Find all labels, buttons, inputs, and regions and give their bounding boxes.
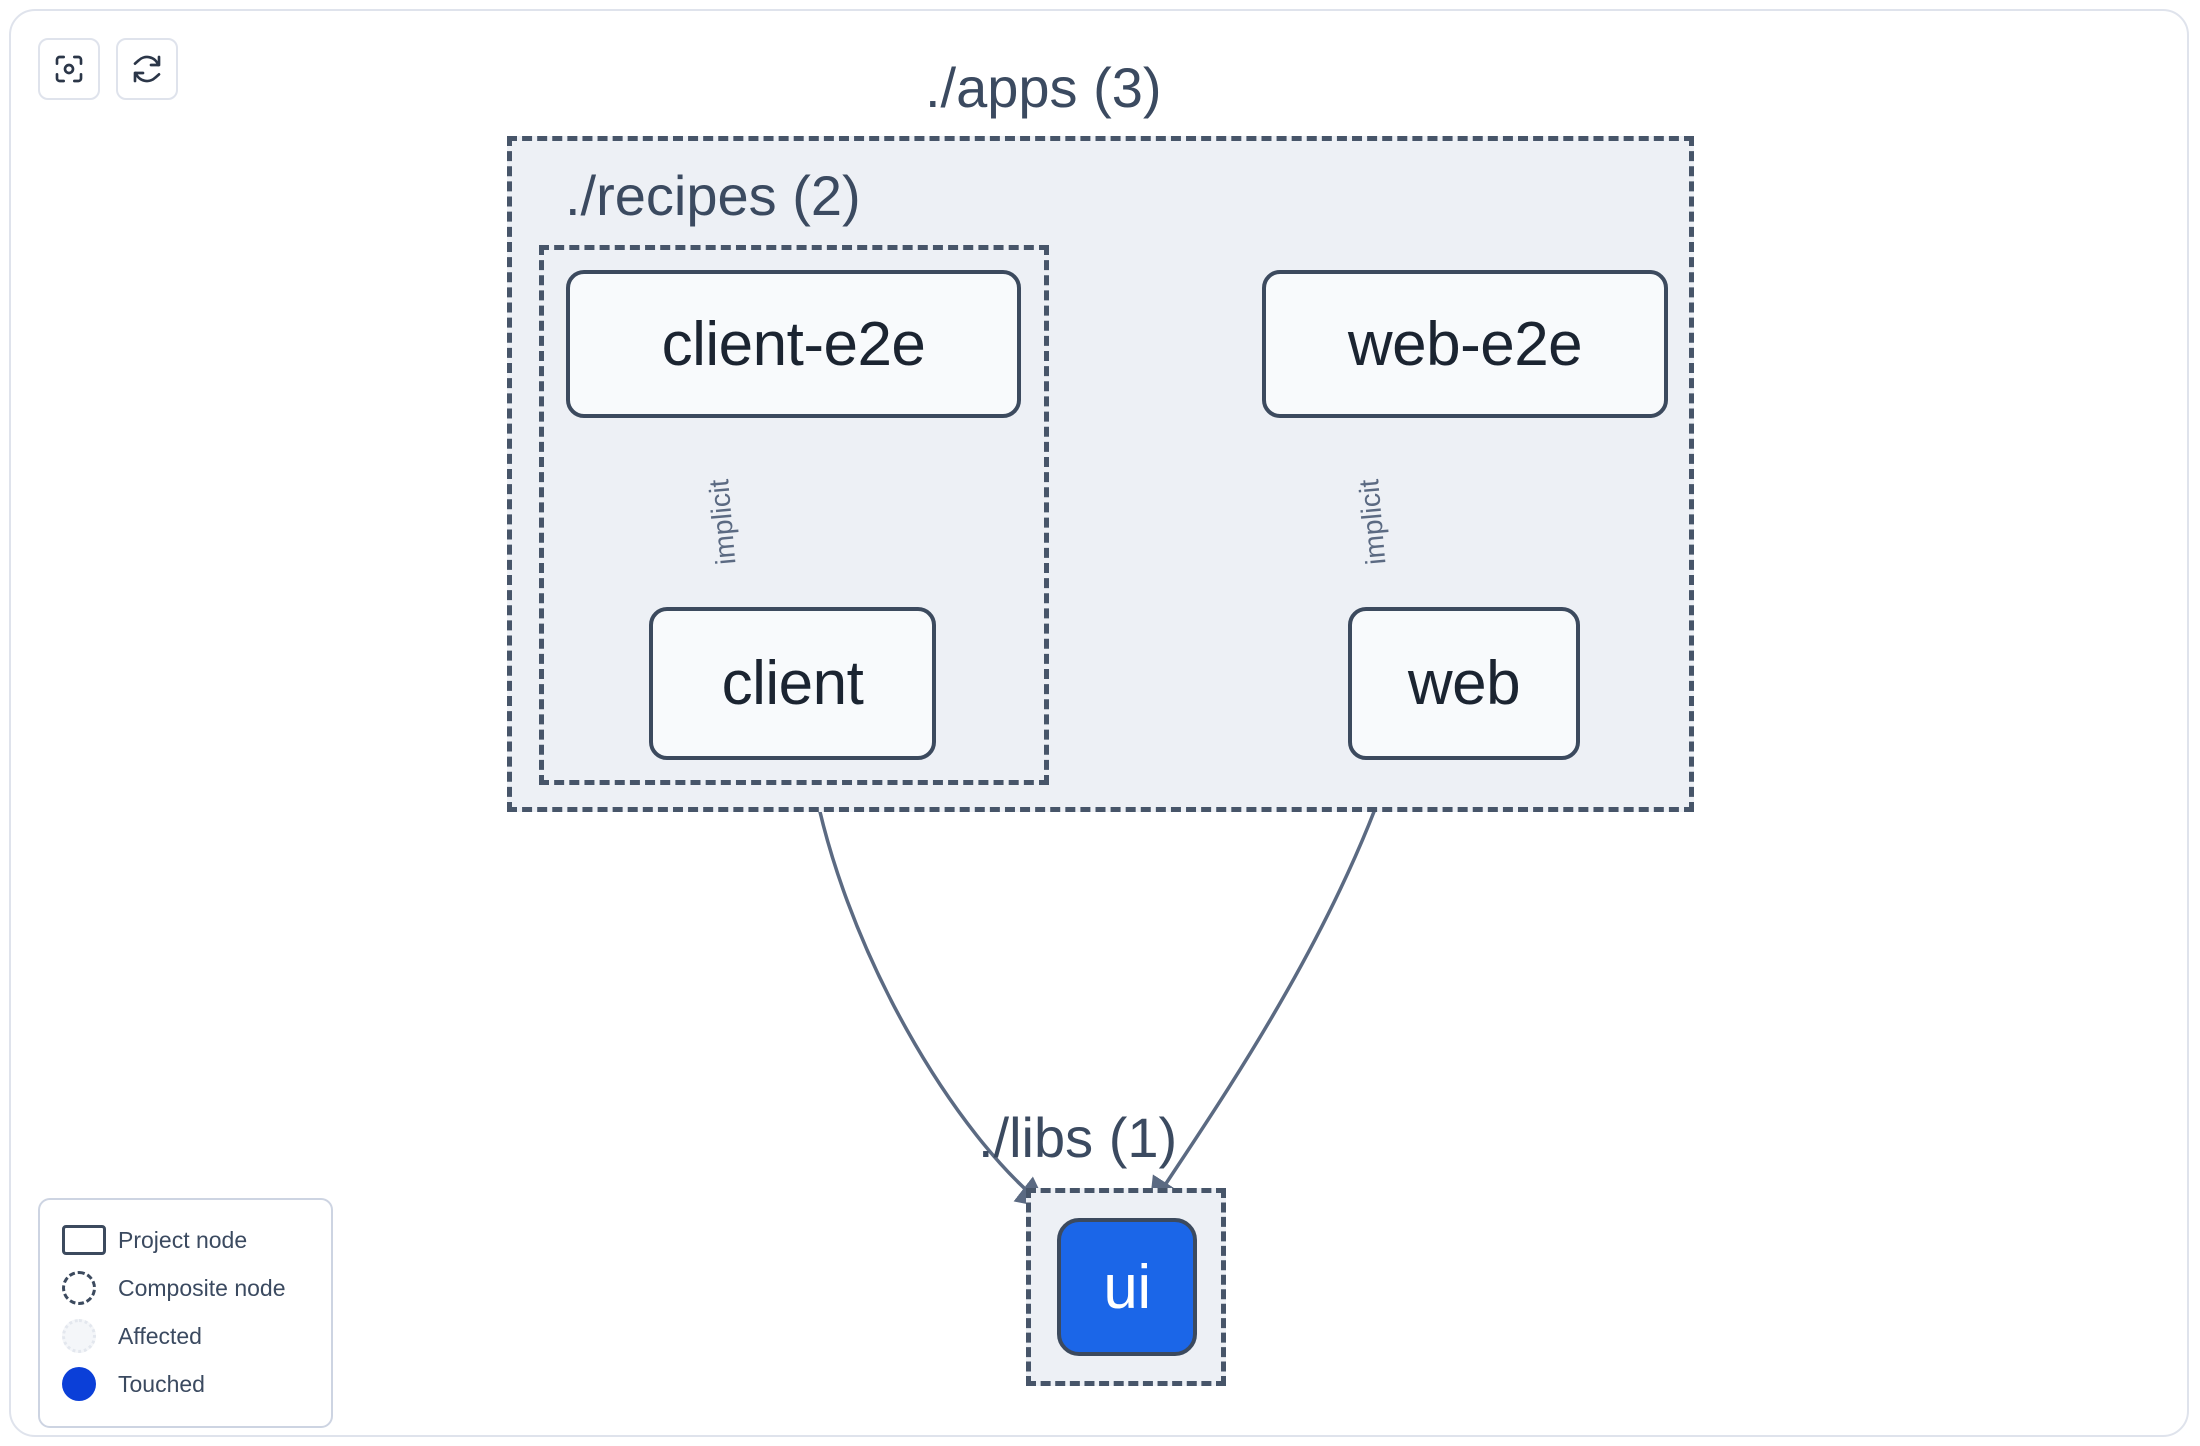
node-label: web-e2e	[1347, 309, 1583, 379]
legend-item-composite-node: Composite node	[62, 1264, 313, 1312]
project-node-swatch	[62, 1225, 118, 1255]
project-node-web-e2e[interactable]: web-e2e	[1262, 270, 1668, 418]
composite-node-swatch	[62, 1271, 118, 1305]
affected-swatch	[62, 1319, 118, 1353]
legend-item-project-node: Project node	[62, 1216, 313, 1264]
project-node-ui[interactable]: ui	[1057, 1218, 1197, 1356]
legend-label: Composite node	[118, 1274, 286, 1301]
project-node-client-e2e[interactable]: client-e2e	[566, 270, 1021, 418]
graph-legend: Project node Composite node Affected Tou…	[38, 1198, 333, 1428]
legend-item-affected: Affected	[62, 1312, 313, 1360]
node-label: web	[1407, 649, 1521, 718]
touched-swatch	[62, 1367, 118, 1401]
graph-toolbar	[38, 38, 178, 100]
legend-item-touched: Touched	[62, 1360, 313, 1408]
node-label: client	[721, 649, 864, 718]
project-node-web[interactable]: web	[1348, 607, 1580, 760]
node-label: ui	[1103, 1252, 1151, 1322]
refresh-graph-button[interactable]	[116, 38, 178, 100]
group-label-recipes: ./recipes (2)	[565, 164, 861, 227]
node-label: client-e2e	[661, 309, 926, 379]
group-label-libs: ./libs (1)	[978, 1106, 1178, 1169]
legend-label: Project node	[118, 1226, 248, 1253]
group-label-apps: ./apps (3)	[925, 56, 1162, 119]
legend-label: Affected	[118, 1322, 202, 1349]
refresh-icon	[131, 53, 163, 85]
legend-label: Touched	[118, 1370, 205, 1397]
focus-graph-button[interactable]	[38, 38, 100, 100]
project-node-client[interactable]: client	[649, 607, 936, 760]
focus-target-icon	[53, 53, 85, 85]
